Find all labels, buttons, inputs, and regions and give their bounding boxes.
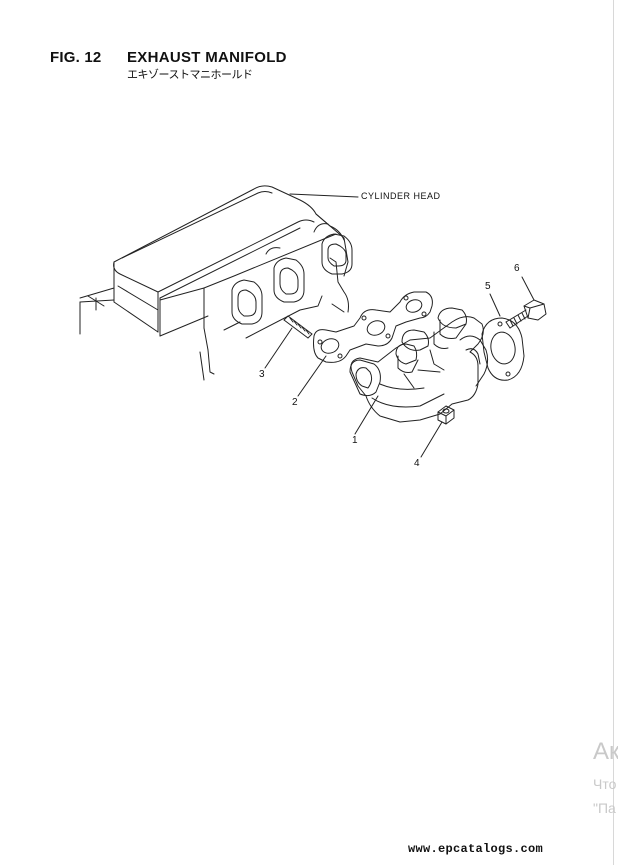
callout-2-leader bbox=[297, 355, 327, 397]
figure-subtitle-japanese: エキゾーストマニホールド bbox=[127, 68, 253, 81]
figure-title: EXHAUST MANIFOLD bbox=[127, 49, 287, 66]
cylinder-head-leader bbox=[289, 193, 359, 198]
gasket-part-5 bbox=[481, 317, 525, 381]
stud-part-3 bbox=[283, 315, 313, 339]
callout-6-leader bbox=[521, 276, 535, 301]
overlay-line-1: Ак bbox=[593, 738, 618, 765]
nut-part-4 bbox=[437, 405, 455, 425]
callout-2: 2 bbox=[292, 397, 298, 408]
callout-5: 5 bbox=[485, 281, 491, 292]
manifold-part-1 bbox=[349, 307, 489, 423]
callout-4-leader bbox=[420, 421, 443, 458]
cylinder-head-label: CYLINDER HEAD bbox=[361, 191, 441, 201]
footer-url: www.epcatalogs.com bbox=[408, 842, 544, 856]
callout-6: 6 bbox=[514, 263, 520, 274]
callout-5-leader bbox=[489, 293, 501, 317]
figure-number: FIG. 12 bbox=[50, 49, 102, 66]
overlay-line-3: "Па bbox=[593, 800, 616, 816]
bolt-part-6 bbox=[505, 299, 547, 329]
gasket-part-2 bbox=[313, 291, 433, 363]
overlay-line-2: Что bbox=[593, 776, 617, 792]
cylinder-head-drawing bbox=[79, 185, 349, 381]
callout-4: 4 bbox=[414, 458, 420, 469]
callout-3: 3 bbox=[259, 369, 265, 380]
cylinder-head-ports bbox=[231, 223, 353, 325]
callout-1-leader bbox=[354, 395, 379, 435]
callout-3-leader bbox=[264, 327, 293, 369]
page-edge-rule bbox=[613, 0, 614, 865]
cut-off-overlay-text: Ак Что "Па bbox=[590, 738, 618, 828]
callout-1: 1 bbox=[352, 435, 358, 446]
